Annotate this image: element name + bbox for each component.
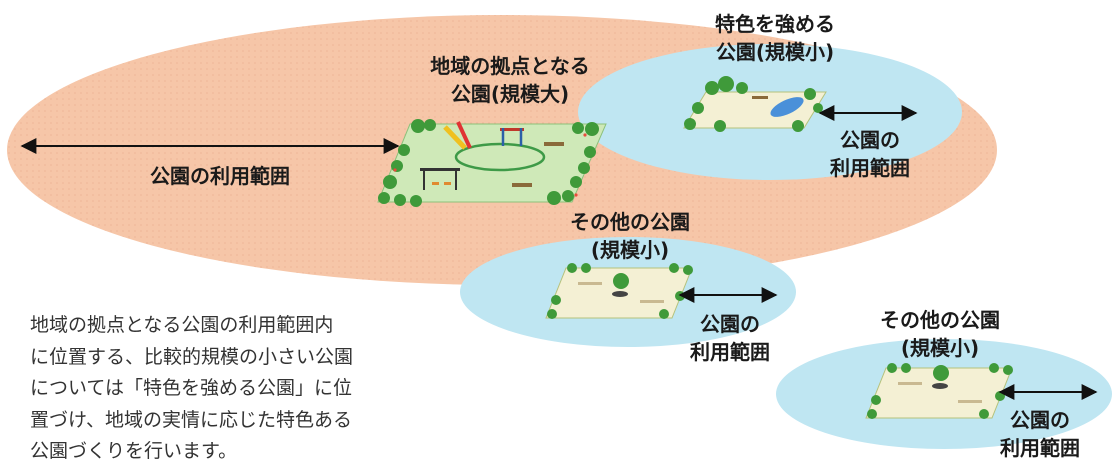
main-park-title-line2: 公園(規模大) xyxy=(450,82,570,106)
other-park1-range-line1: 公園の xyxy=(700,312,760,336)
description-text: 地域の拠点となる公園の利用範囲内 に位置する、比較的規模の小さい公園 については… xyxy=(30,314,354,462)
feature-park-range-line1: 公園の xyxy=(840,128,900,152)
main-park-title: 地域の拠点となる 公園(規模大) xyxy=(390,52,630,108)
feature-park-title-line2: 公園(規模小) xyxy=(715,40,835,64)
feature-park-title: 特色を強める 公園(規模小) xyxy=(680,10,870,66)
other-park2-title: その他の公園 (規模小) xyxy=(850,306,1030,362)
main-park-title-line1: 地域の拠点となる xyxy=(430,54,590,78)
main-park-range-label: 公園の利用範囲 xyxy=(150,164,290,188)
other-park1-title-line1: その他の公園 xyxy=(570,210,690,234)
other-park2-title-line1: その他の公園 xyxy=(880,308,1000,332)
feature-park-illustration xyxy=(683,76,827,132)
other-park2-range-line2: 利用範囲 xyxy=(1000,436,1080,460)
feature-park-range-line2: 利用範囲 xyxy=(830,156,910,180)
other-park2-range-line1: 公園の xyxy=(1010,408,1070,432)
feature-park-title-line1: 特色を強める xyxy=(715,12,835,36)
other-park1-title: その他の公園 (規模小) xyxy=(540,208,720,264)
large-park-illustration xyxy=(377,119,607,207)
other-park2-range-label: 公園の 利用範囲 xyxy=(980,406,1100,462)
feature-park-range-label: 公園の 利用範囲 xyxy=(810,126,930,182)
other-park1-range-line2: 利用範囲 xyxy=(690,340,770,364)
other-park1-range-label: 公園の 利用範囲 xyxy=(670,310,790,366)
other-park1-illustration xyxy=(545,263,693,319)
other-park2-illustration xyxy=(865,363,1013,419)
other-park1-title-line2: (規模小) xyxy=(590,238,670,262)
other-park2-title-line2: (規模小) xyxy=(900,336,980,360)
